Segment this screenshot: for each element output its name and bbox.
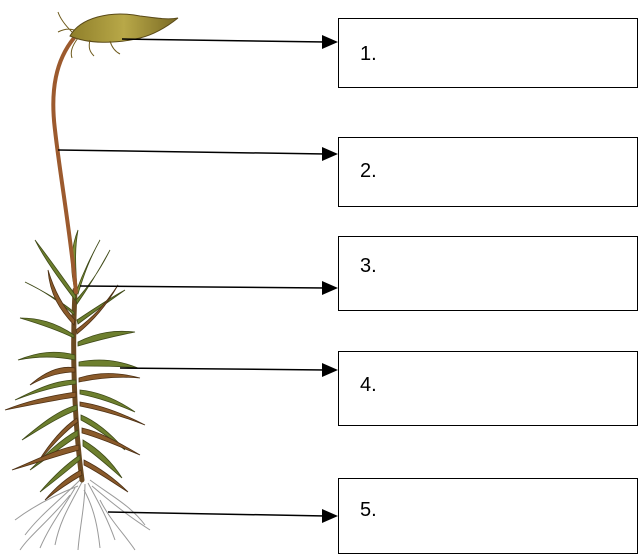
seta — [53, 38, 76, 292]
capsule — [58, 12, 178, 58]
label-number-2: 2. — [360, 160, 377, 183]
arrow-5 — [108, 512, 326, 516]
label-box-3[interactable]: 3. — [338, 236, 638, 311]
arrowhead-5 — [322, 509, 338, 523]
arrow-4 — [120, 368, 326, 370]
arrow-3 — [80, 286, 326, 288]
rhizoids — [15, 480, 150, 550]
label-box-5[interactable]: 5. — [338, 478, 638, 554]
arrow-1 — [122, 39, 326, 42]
arrowhead-4 — [322, 363, 338, 377]
label-box-4[interactable]: 4. — [338, 351, 638, 426]
arrow-2 — [58, 150, 326, 154]
label-number-3: 3. — [360, 255, 377, 278]
label-number-1: 1. — [360, 43, 377, 66]
label-number-5: 5. — [360, 499, 377, 522]
label-number-4: 4. — [360, 374, 377, 397]
arrowhead-2 — [322, 147, 338, 161]
label-box-1[interactable]: 1. — [338, 18, 638, 88]
arrowhead-3 — [322, 281, 338, 295]
pointer-arrows — [58, 39, 326, 516]
label-box-2[interactable]: 2. — [338, 137, 638, 207]
arrowhead-1 — [322, 35, 338, 49]
